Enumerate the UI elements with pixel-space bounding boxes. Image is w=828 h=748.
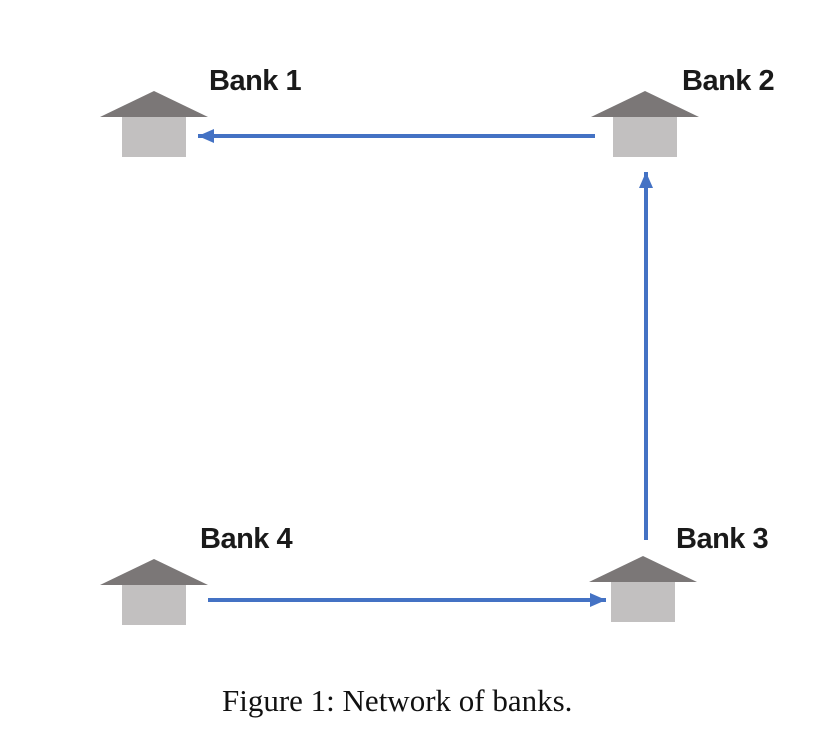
bank2-house-icon [591,91,699,157]
bank2-label: Bank 2 [682,65,775,97]
house-wall [611,582,675,622]
bank4-house-icon [100,559,208,625]
bank3-label: Bank 3 [676,523,769,555]
house-roof [591,91,699,117]
bank3-house-icon [589,556,697,622]
house-roof [100,559,208,585]
house-roof [589,556,697,582]
bank1-label: Bank 1 [209,65,302,97]
figure-caption: Figure 1: Network of banks. [222,683,573,718]
bank4-label: Bank 4 [200,523,293,555]
house-roof [100,91,208,117]
house-wall [122,585,186,625]
bank1-house-icon [100,91,208,157]
house-wall [122,117,186,157]
house-wall [613,117,677,157]
